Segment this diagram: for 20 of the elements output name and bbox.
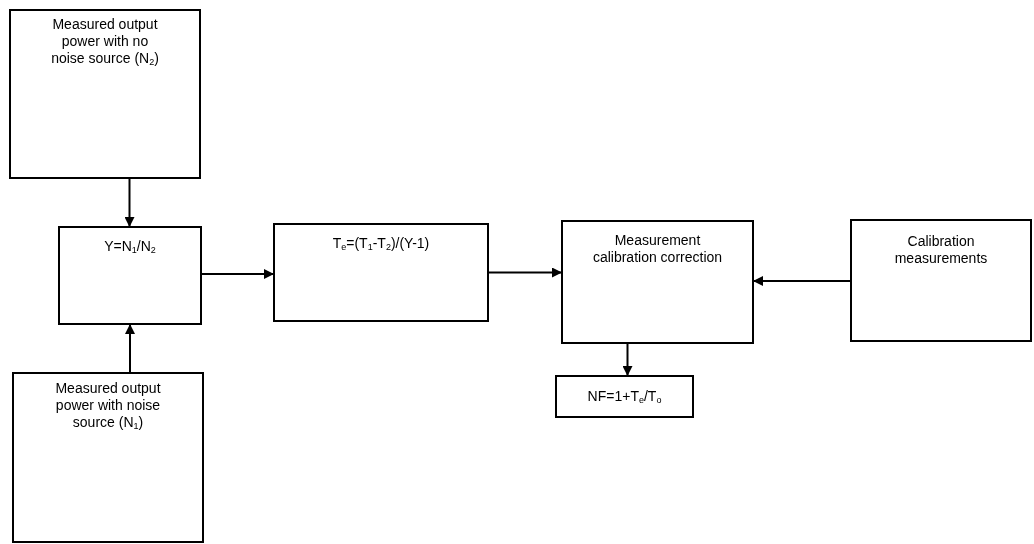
box-label: T$_{e}$=(T$_{1}$-T$_{2}$)/(Y-1) (332, 235, 430, 252)
process-box (555, 375, 694, 418)
arrow (124, 178, 135, 227)
process-box (58, 226, 202, 325)
arrow (488, 267, 562, 278)
box-label: Measured output power with noise source (N$_{1}$) (54, 380, 162, 431)
process-box (561, 220, 754, 344)
box-label: Y=N$_{1}$/N$_{2}$ (104, 238, 156, 255)
process-box (9, 9, 201, 179)
arrow (201, 269, 274, 279)
arrow (125, 324, 135, 373)
arrow (753, 276, 851, 286)
process-box (12, 372, 204, 543)
arrow (622, 343, 633, 376)
box-label: NF=1+T$_{e}$/T$_{o}$ (587, 388, 662, 405)
process-box (850, 219, 1032, 342)
box-label: Measurement calibration correction (591, 232, 724, 266)
box-label: Calibration measurements (893, 233, 989, 267)
box-label: Measured output power with no noise source (N$_{2}$) (50, 16, 160, 67)
process-box (273, 223, 489, 322)
